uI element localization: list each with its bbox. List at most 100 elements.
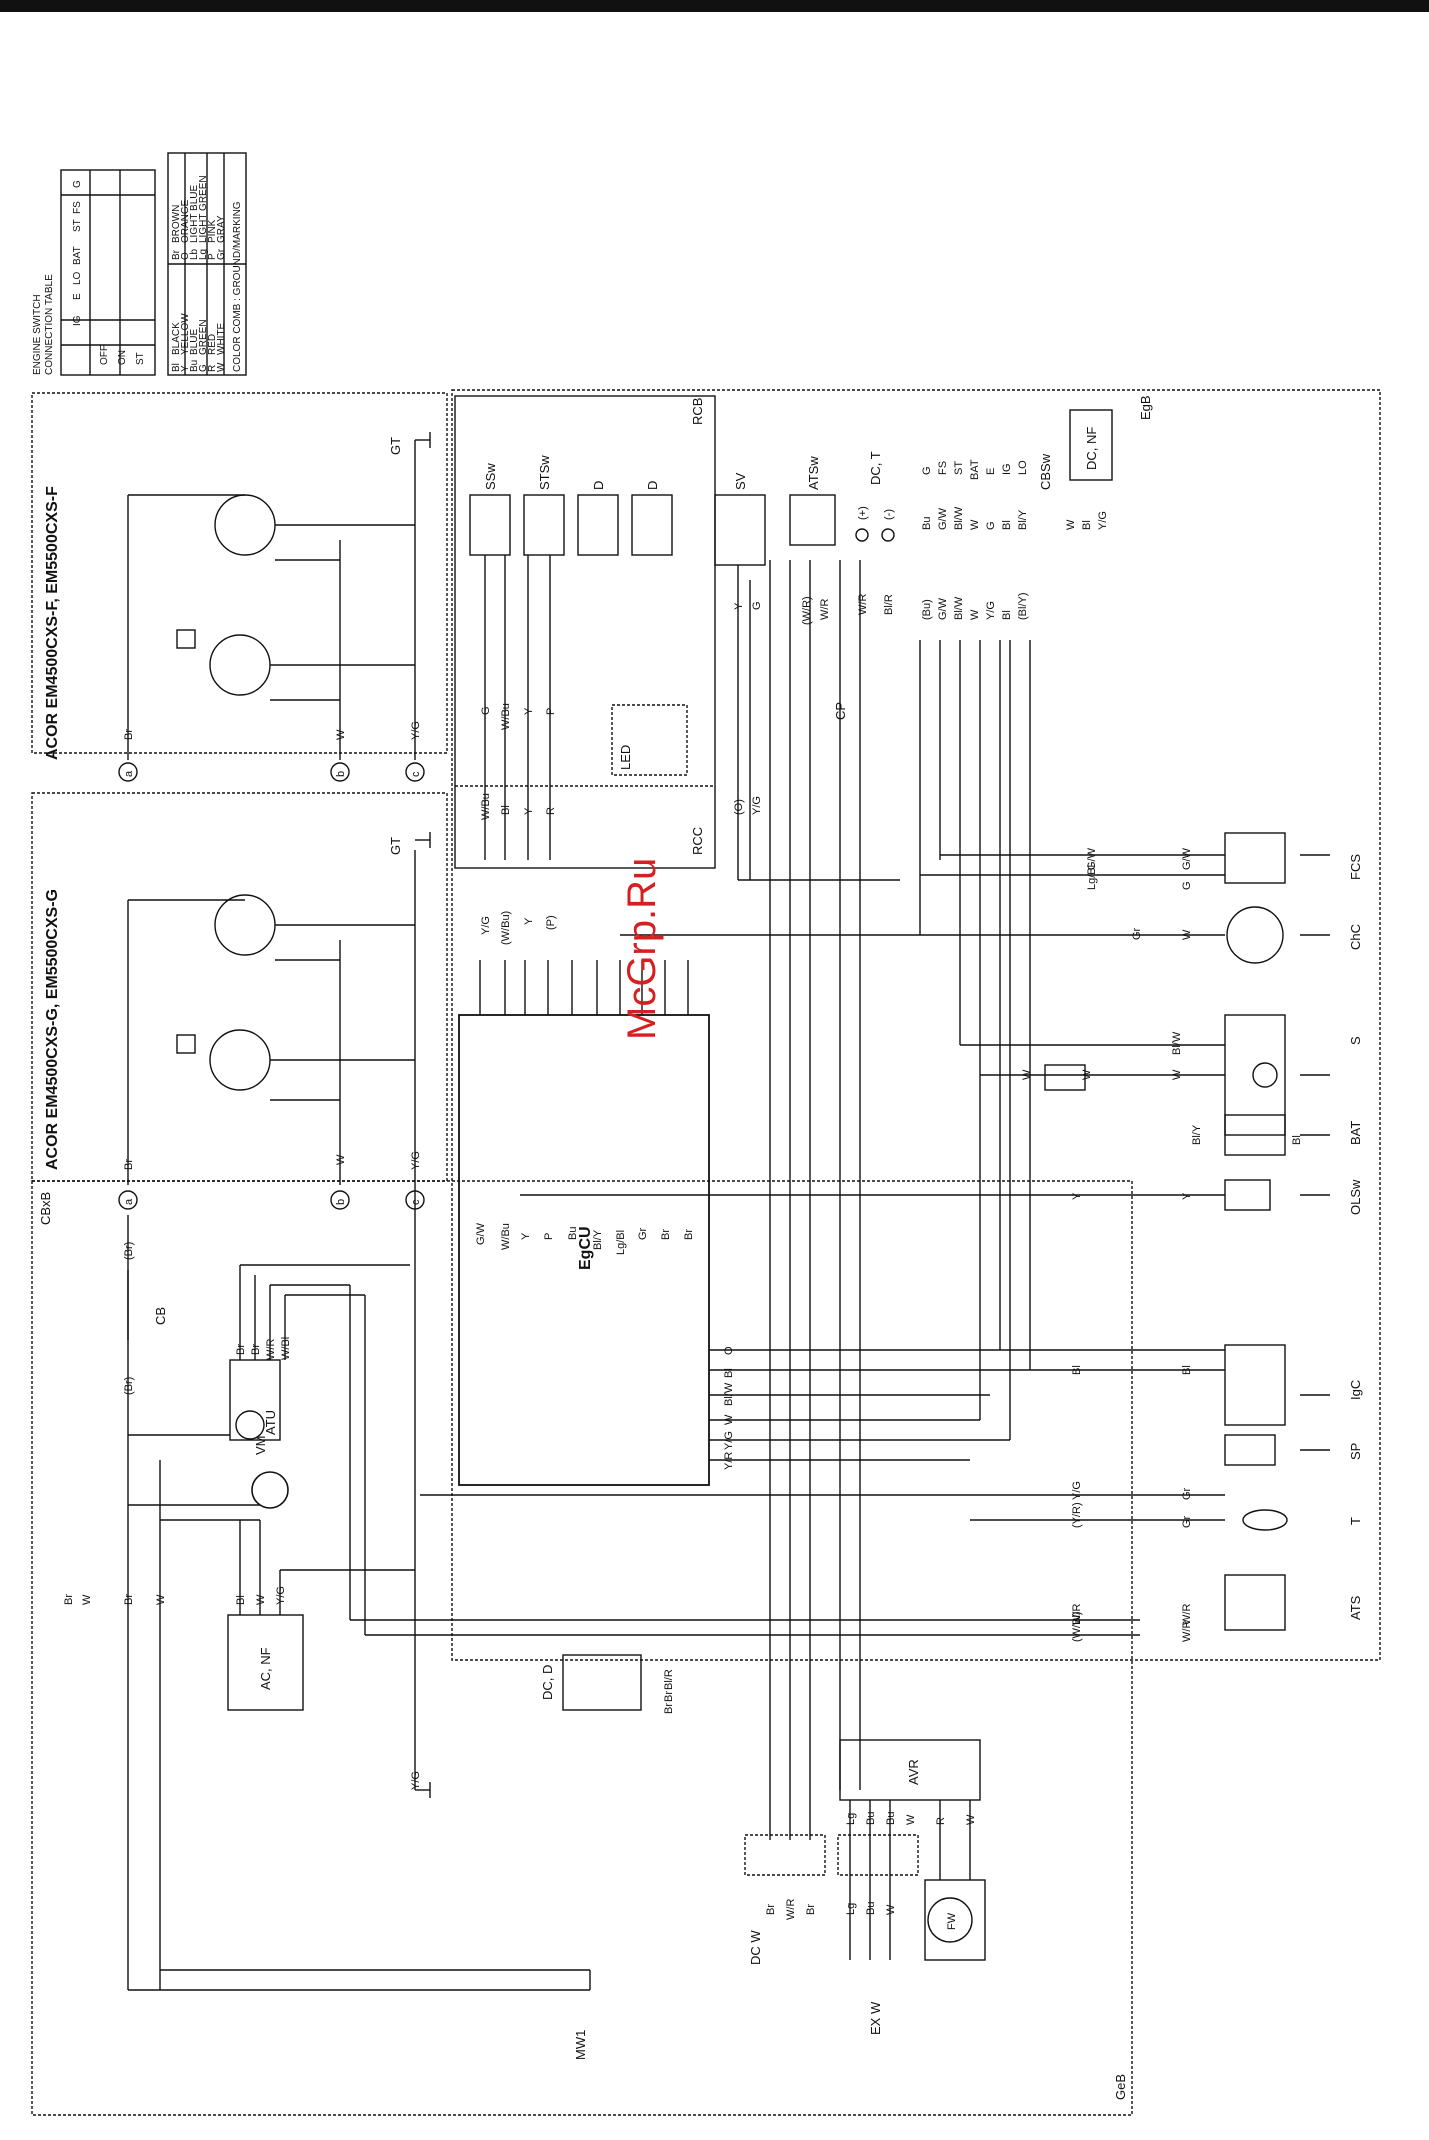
switch-col-lo: LO: [72, 271, 83, 285]
switch-table-title-1: ENGINE SWITCH: [32, 294, 43, 375]
dcd-wire-1: Bl/R: [663, 1669, 675, 1690]
vm-meter-icon: [251, 1471, 289, 1509]
legend-code-r: R: [207, 365, 218, 372]
exw-wire-2: Bu: [865, 1902, 877, 1915]
model-g-title: ACOR EM4500CXS-G, EM5500CXS-G: [44, 889, 61, 1170]
switch-row-st: ST: [135, 352, 146, 365]
label-avr: AVR: [906, 1759, 921, 1785]
fcs-wire-4: G: [1181, 881, 1193, 890]
legend-name-r: RED: [207, 334, 218, 355]
label-egcu: EgCU: [577, 1226, 594, 1270]
label-ssw: SSw: [483, 463, 498, 490]
legend-code-gr: Gr: [216, 248, 227, 260]
label-ats: ATS: [1348, 1595, 1363, 1620]
ref-b2-circle: [330, 1190, 350, 1210]
label-s: S: [1348, 1036, 1363, 1045]
dcnf-box: [1069, 409, 1113, 481]
d2-box: [631, 494, 673, 556]
chc-coil: [1226, 906, 1284, 964]
legend-name-p: PINK: [207, 219, 218, 243]
cbsw-lower-2: G/W: [937, 597, 949, 620]
igc-wire-1: Bl: [1071, 1365, 1083, 1375]
legend-code-o: O: [180, 252, 191, 260]
label-cbsw: CBSw: [1038, 453, 1053, 490]
ats-wire-3: (W/Bl): [1071, 1611, 1083, 1642]
egcu-top-6: Bl/Y: [592, 1229, 604, 1250]
gen-wire-br: Br: [123, 729, 135, 740]
s-wire-2: W: [1021, 1069, 1033, 1080]
switch-col-ig: IG: [72, 315, 83, 326]
top-black-bar: [0, 0, 1429, 12]
legend-name-y: YELLOW: [180, 313, 191, 355]
cbsw-lower-6: Bl: [1001, 610, 1013, 620]
polarity-plus: (+): [857, 506, 869, 520]
legend-code-bl: Bl: [171, 363, 182, 372]
label-dc-w: DC W: [748, 1930, 763, 1965]
egcu-top-3: Y: [520, 1232, 532, 1240]
s-wire-3: W: [1081, 1069, 1093, 1080]
cbsw-wire-7: Bl/Y: [1017, 509, 1029, 530]
legend-code-g: G: [198, 364, 209, 372]
atsw-wire-2: W/R: [819, 599, 831, 620]
dcw-wire-3: Br: [805, 1904, 817, 1915]
coil-g1: [214, 894, 276, 956]
sv-box: [714, 494, 766, 566]
cbsw-pin-e: E: [985, 468, 997, 475]
d1-box: [577, 494, 619, 556]
rcb-wire-label-4: P: [545, 708, 557, 715]
cbsw-pin-st: ST: [953, 461, 965, 475]
cbsw-pin-g: G: [921, 466, 933, 475]
stsw-box: [523, 494, 565, 556]
label-cb: CB: [153, 1307, 168, 1325]
label-atsw: ATSw: [806, 456, 821, 490]
cbsw-lower-1: (Bu): [921, 599, 933, 620]
legend-code-w: W: [216, 362, 227, 372]
egcu-top-1: G/W: [475, 1222, 487, 1245]
gen-f-box: [31, 392, 448, 754]
fcs-wire-2: G/W: [1181, 847, 1193, 870]
avr-wire-1: Lg: [845, 1813, 857, 1825]
gen-wire-br2: Br: [123, 1159, 135, 1170]
bat-wire-2: Bl: [1291, 1135, 1303, 1145]
bat-box: [1224, 1114, 1286, 1156]
legend-name-w: WHITE: [216, 322, 227, 355]
ref-a-circle: [118, 762, 138, 782]
dct-wire-1: W/R: [857, 594, 869, 615]
gen-wire-yg: Y/G: [410, 721, 422, 740]
misc-label-1: (Br): [123, 1377, 135, 1395]
avr-wire-4: W: [905, 1814, 917, 1825]
ref-a2-circle: [118, 1190, 138, 1210]
rcc-upper-1: W/Bu: [480, 793, 492, 820]
rcc-upper-4: R: [545, 807, 557, 815]
label-t: T: [1348, 1517, 1363, 1525]
egcu-side-1: O: [723, 1346, 735, 1355]
fw-box: [924, 1879, 986, 1961]
label-ac-nf: AC, NF: [258, 1647, 273, 1690]
vm-wire-2: W: [81, 1594, 93, 1605]
cbsw-wire-1: Bu: [921, 517, 933, 530]
s-wire-1: Bl/W: [1171, 1031, 1183, 1055]
atu-wire-3: W/R: [265, 1339, 277, 1360]
egcu-side-3: Bl/W: [723, 1382, 735, 1406]
dcd-wire-3: Br: [663, 1703, 675, 1714]
ats-box: [1224, 1574, 1286, 1631]
led-box: [611, 704, 688, 776]
cbsw-wire-3: Bl/W: [953, 506, 965, 530]
atu-coil-icon: [235, 1410, 265, 1440]
misc-label-2: Br: [123, 1594, 135, 1605]
ref-c: c: [410, 771, 422, 777]
fcs-wire-3: Lg/Bl: [1086, 865, 1098, 890]
label-bat: BAT: [1348, 1121, 1363, 1145]
ats-wire-4: W/R: [1181, 1621, 1193, 1642]
rcc-upper-3: Y: [523, 807, 535, 815]
switch-col-bat: BAT: [72, 246, 83, 265]
cbsw-pin-lo: LO: [1017, 460, 1029, 475]
dcnf-wire-3: Y/G: [1097, 511, 1109, 530]
bat-wire-1: Bl/Y: [1191, 1124, 1203, 1145]
dcnf-wire-1: W: [1065, 519, 1077, 530]
legend-name-bl: BLACK: [171, 322, 182, 355]
exw-wire-1: Lg: [845, 1903, 857, 1915]
egcu-side-2: Bl: [723, 1368, 735, 1378]
label-vm: VM: [253, 1436, 268, 1456]
